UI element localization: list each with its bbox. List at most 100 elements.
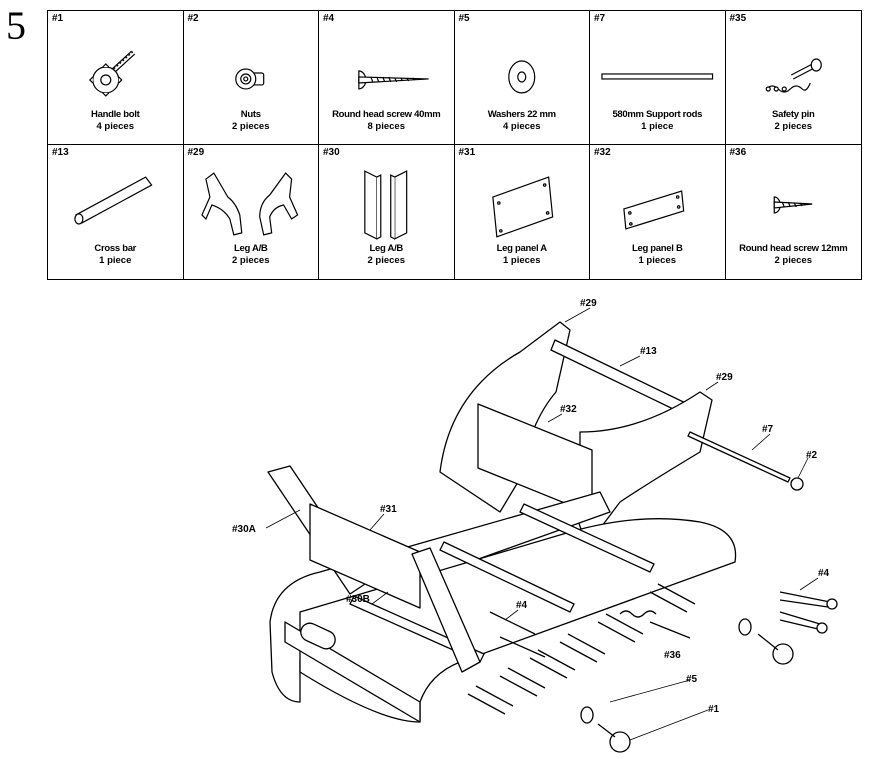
part-id: #2 <box>187 13 199 24</box>
callout-label: #5 <box>686 674 698 685</box>
part-quantity: 4 pieces <box>503 121 541 132</box>
part-cell-short-screw: #36 Round head screw 12mm 2 pieces <box>726 145 862 279</box>
part-quantity: 2 pieces <box>367 255 406 266</box>
slat <box>439 541 575 613</box>
dowel <box>529 649 576 679</box>
cross-bar-icon <box>48 159 183 243</box>
part-cell-nut: #2 Nuts 2 pieces <box>183 11 319 145</box>
part-cell-leg-panel-b: #32 Leg panel B 1 pieces <box>590 145 726 279</box>
nut-icon <box>184 25 319 109</box>
support-rod-7 <box>687 431 791 483</box>
safety-pin-36 <box>619 610 657 618</box>
part-quantity: 2 pieces <box>232 121 270 132</box>
dowel <box>467 685 514 715</box>
part-quantity: 1 pieces <box>503 255 541 266</box>
part-cell-straight-leg: #30 Leg A/B 2 pieces <box>319 145 455 279</box>
leg-panel-31 <box>309 503 421 609</box>
callout-label: #13 <box>640 346 657 357</box>
handle-bolt-icon <box>48 25 183 109</box>
part-id: #32 <box>594 147 611 158</box>
washer-5 <box>580 706 594 724</box>
dowel <box>499 667 546 697</box>
part-id: #1 <box>52 13 64 24</box>
safety-pin-icon <box>726 25 862 109</box>
callout-label: #4 <box>516 600 528 611</box>
part-cell-long-screw: #4 Round head screw 40mm 8 pieces <box>319 11 455 145</box>
handle-bolt-1-shaft <box>757 633 779 651</box>
part-id: #4 <box>323 13 335 24</box>
callout-label: #31 <box>380 504 397 515</box>
part-quantity: 1 piece <box>99 255 132 266</box>
callout-label: #7 <box>762 424 774 435</box>
dowel <box>649 583 696 613</box>
part-id: #31 <box>458 147 476 158</box>
leg-30b <box>411 547 481 673</box>
handle-bolt-1-shaft <box>597 723 616 738</box>
part-name: 580mm Support rods <box>612 109 703 120</box>
part-cell-cross-bar: #13 Cross bar 1 piece <box>48 145 184 279</box>
part-id: #13 <box>52 147 69 158</box>
part-cell-washer: #5 Washers 22 mm 4 pieces <box>454 11 590 145</box>
part-id: #30 <box>323 147 340 158</box>
part-name: Leg A/B <box>369 243 404 254</box>
base-end-panel <box>284 621 421 723</box>
part-name: Washers 22 mm <box>487 109 556 120</box>
part-name: Leg panel B <box>631 243 683 254</box>
part-id: #7 <box>594 13 606 24</box>
part-name: Cross bar <box>94 243 137 254</box>
part-name: Round head screw 40mm <box>332 109 441 120</box>
screw-4 <box>779 611 821 630</box>
part-id: #29 <box>187 147 205 158</box>
screw-4-head <box>826 598 838 610</box>
part-cell-curved-leg: #29 Leg A/B 2 pieces <box>184 145 319 279</box>
callout-label: #36 <box>664 650 681 661</box>
callout-label: #4 <box>818 568 830 579</box>
nut-2 <box>790 477 804 491</box>
part-id: #35 <box>729 13 747 24</box>
slat <box>519 503 655 573</box>
screw-4 <box>489 611 536 635</box>
safety-pin-36 <box>649 621 691 639</box>
part-name: Safety pin <box>772 109 815 120</box>
callout-label: #1 <box>708 704 720 715</box>
screw-4 <box>499 636 546 658</box>
handle-slot <box>300 622 336 650</box>
part-quantity: 8 pieces <box>367 121 406 132</box>
part-name: Handle bolt <box>91 109 140 120</box>
part-cell-handle-bolt: #1 Handle bolt 4 pieces <box>48 11 184 145</box>
handle-bolt-1 <box>772 643 794 665</box>
callout-label: #2 <box>806 450 818 461</box>
callout-label: #30B <box>346 594 370 605</box>
part-quantity: 1 piece <box>641 121 674 132</box>
short-screw-icon <box>726 159 862 243</box>
part-cell-safety-pin: #35 Safety pin 2 pieces <box>725 11 862 145</box>
dowel <box>559 633 606 663</box>
part-id: #5 <box>458 13 470 24</box>
parts-list-table: #1 Handle bolt 4 pieces #2 Nuts 2 pieces… <box>47 10 862 280</box>
washer-5 <box>738 618 752 636</box>
support-rod-icon <box>590 25 725 109</box>
part-quantity: 4 pieces <box>96 121 135 132</box>
part-id: #36 <box>729 147 747 158</box>
long-screw-icon <box>319 25 454 109</box>
part-quantity: 2 pieces <box>774 121 813 132</box>
part-cell-support-rod: #7 580mm Support rods 1 piece <box>590 11 726 145</box>
dowel <box>597 613 644 643</box>
part-name: Round head screw 12mm <box>739 243 848 254</box>
part-name: Leg A/B <box>234 243 268 254</box>
leg-panel-b-icon <box>590 159 725 243</box>
part-quantity: 2 pieces <box>774 255 813 266</box>
base-front-rail <box>299 518 737 723</box>
exploded-assembly-diagram: #29 #13 #29 #32 #7 #2 #30A #31 #4 #30B #… <box>232 298 838 753</box>
straight-leg-icon <box>319 159 454 243</box>
callout-label: #30A <box>232 524 256 535</box>
part-name: Leg panel A <box>496 243 548 254</box>
part-quantity: 1 pieces <box>638 255 677 266</box>
step-number: 5 <box>6 3 26 48</box>
part-cell-leg-panel-a: #31 Leg panel A 1 pieces <box>455 145 590 279</box>
screw-4-head <box>816 622 828 634</box>
screw-4 <box>779 591 831 608</box>
washer-icon <box>455 25 590 109</box>
part-quantity: 2 pieces <box>232 255 270 266</box>
callout-label: #32 <box>560 404 577 415</box>
